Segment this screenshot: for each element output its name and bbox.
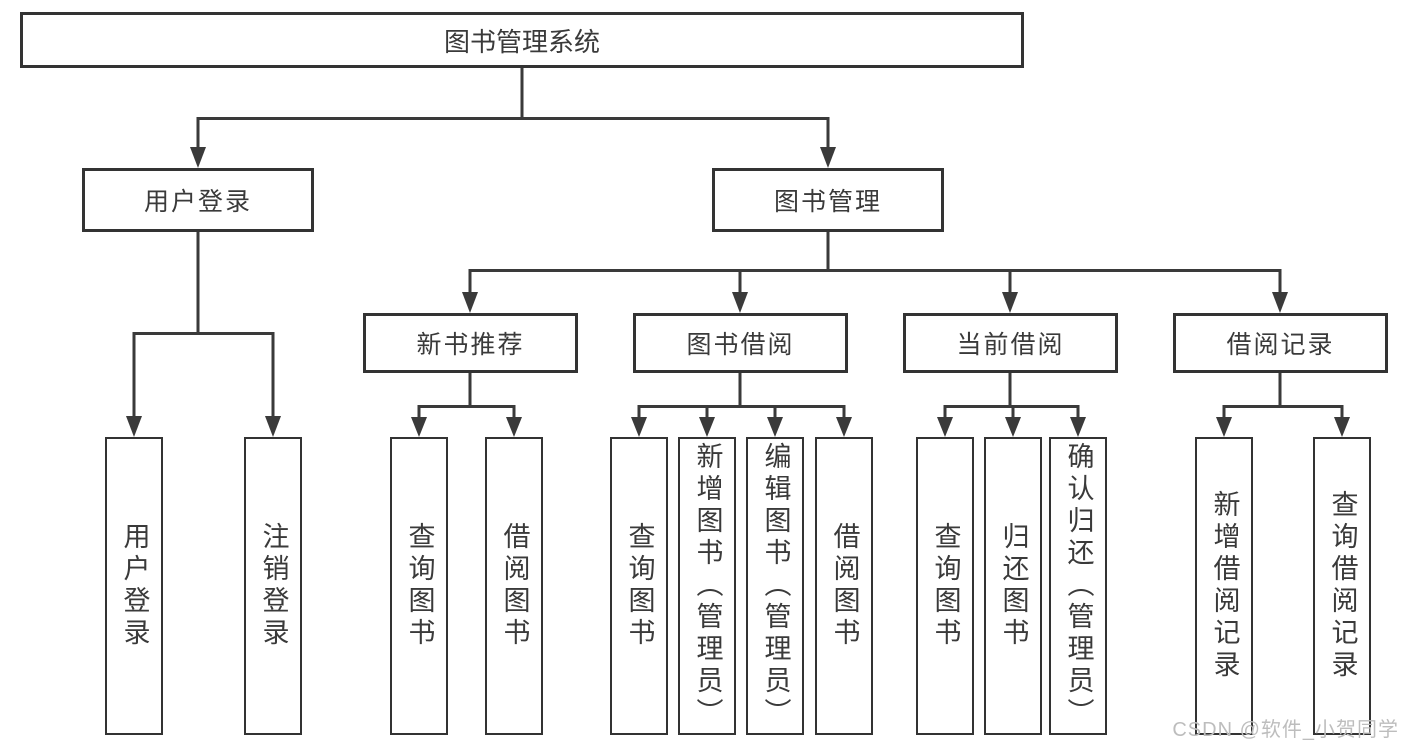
arrowhead-leaf-add-book [699, 417, 715, 437]
leaf-add-book-admin: 新增图书（管理员） [678, 437, 736, 735]
arrowheads [126, 147, 1350, 437]
node-label: 新增借阅记录 [1209, 490, 1240, 682]
arrowhead-leaf-query1 [411, 417, 427, 437]
node-book-management: 图书管理 [712, 168, 944, 232]
arrowhead-new-book-recommend [462, 292, 478, 313]
csdn-watermark: CSDN @软件_小贺同学 [1172, 719, 1399, 741]
node-label: 图书管理系统 [443, 26, 600, 57]
node-label: 归还图书 [998, 522, 1029, 650]
arrowhead-leaf-query2 [631, 417, 647, 437]
node-user-login: 用户登录 [82, 168, 314, 232]
leaf-query-book-recommend: 查询图书 [390, 437, 448, 735]
leaf-return-book: 归还图书 [984, 437, 1042, 735]
node-label: 查询图书 [624, 522, 655, 650]
arrowhead-leaf-add-record [1216, 417, 1232, 437]
arrowhead-leaf-logout [265, 416, 281, 437]
leaf-borrow-book-recommend: 借阅图书 [485, 437, 543, 735]
arrowhead-borrow-record [1272, 292, 1288, 313]
connector-lines [132, 68, 1344, 418]
node-label: 当前借阅 [956, 331, 1065, 359]
arrowhead-leaf-borrow1 [506, 417, 522, 437]
leaf-confirm-return-admin: 确认归还（管理员） [1049, 437, 1107, 735]
leaf-edit-book-admin: 编辑图书（管理员） [746, 437, 804, 735]
arrowhead-book-management [820, 147, 836, 168]
node-label: 查询借阅记录 [1327, 490, 1358, 682]
node-current-borrow: 当前借阅 [903, 313, 1118, 373]
node-label: 注销登录 [258, 522, 289, 650]
leaf-logout: 注销登录 [244, 437, 302, 735]
node-new-book-recommend: 新书推荐 [363, 313, 578, 373]
leaf-add-borrow-record: 新增借阅记录 [1195, 437, 1253, 735]
arrowhead-user-login [190, 147, 206, 168]
leaf-query-borrow-record: 查询借阅记录 [1313, 437, 1371, 735]
node-book-borrow: 图书借阅 [633, 313, 848, 373]
arrowhead-leaf-edit-book [767, 417, 783, 437]
arrowhead-leaf-query-record [1334, 417, 1350, 437]
node-borrow-record: 借阅记录 [1173, 313, 1388, 373]
node-label: 用户登录 [143, 188, 252, 216]
node-label: 图书借阅 [686, 331, 795, 359]
node-label: 新增图书（管理员） [692, 442, 723, 730]
arrowhead-current-borrow [1002, 292, 1018, 313]
node-label: 查询图书 [404, 522, 435, 650]
node-label: 新书推荐 [416, 331, 525, 359]
leaf-query-book-current: 查询图书 [916, 437, 974, 735]
node-label: 图书管理 [773, 188, 882, 216]
leaf-borrow-book: 借阅图书 [815, 437, 873, 735]
arrowhead-leaf-return-book [1005, 417, 1021, 437]
arrowhead-leaf-user-login [126, 416, 142, 437]
arrowhead-leaf-borrow2 [836, 417, 852, 437]
node-label: 查询图书 [930, 522, 961, 650]
arrowhead-leaf-query3 [937, 417, 953, 437]
node-label: 确认归还（管理员） [1063, 442, 1094, 730]
node-label: 借阅记录 [1226, 331, 1335, 359]
node-label: 借阅图书 [829, 522, 860, 650]
arrowhead-leaf-confirm-return [1070, 417, 1086, 437]
node-label: 借阅图书 [499, 522, 530, 650]
leaf-query-book-borrow: 查询图书 [610, 437, 668, 735]
node-label: 编辑图书（管理员） [760, 442, 791, 730]
arrowhead-book-borrow [732, 292, 748, 313]
leaf-user-login: 用户登录 [105, 437, 163, 735]
node-library-management-system: 图书管理系统 [20, 12, 1024, 68]
node-label: 用户登录 [119, 522, 150, 650]
